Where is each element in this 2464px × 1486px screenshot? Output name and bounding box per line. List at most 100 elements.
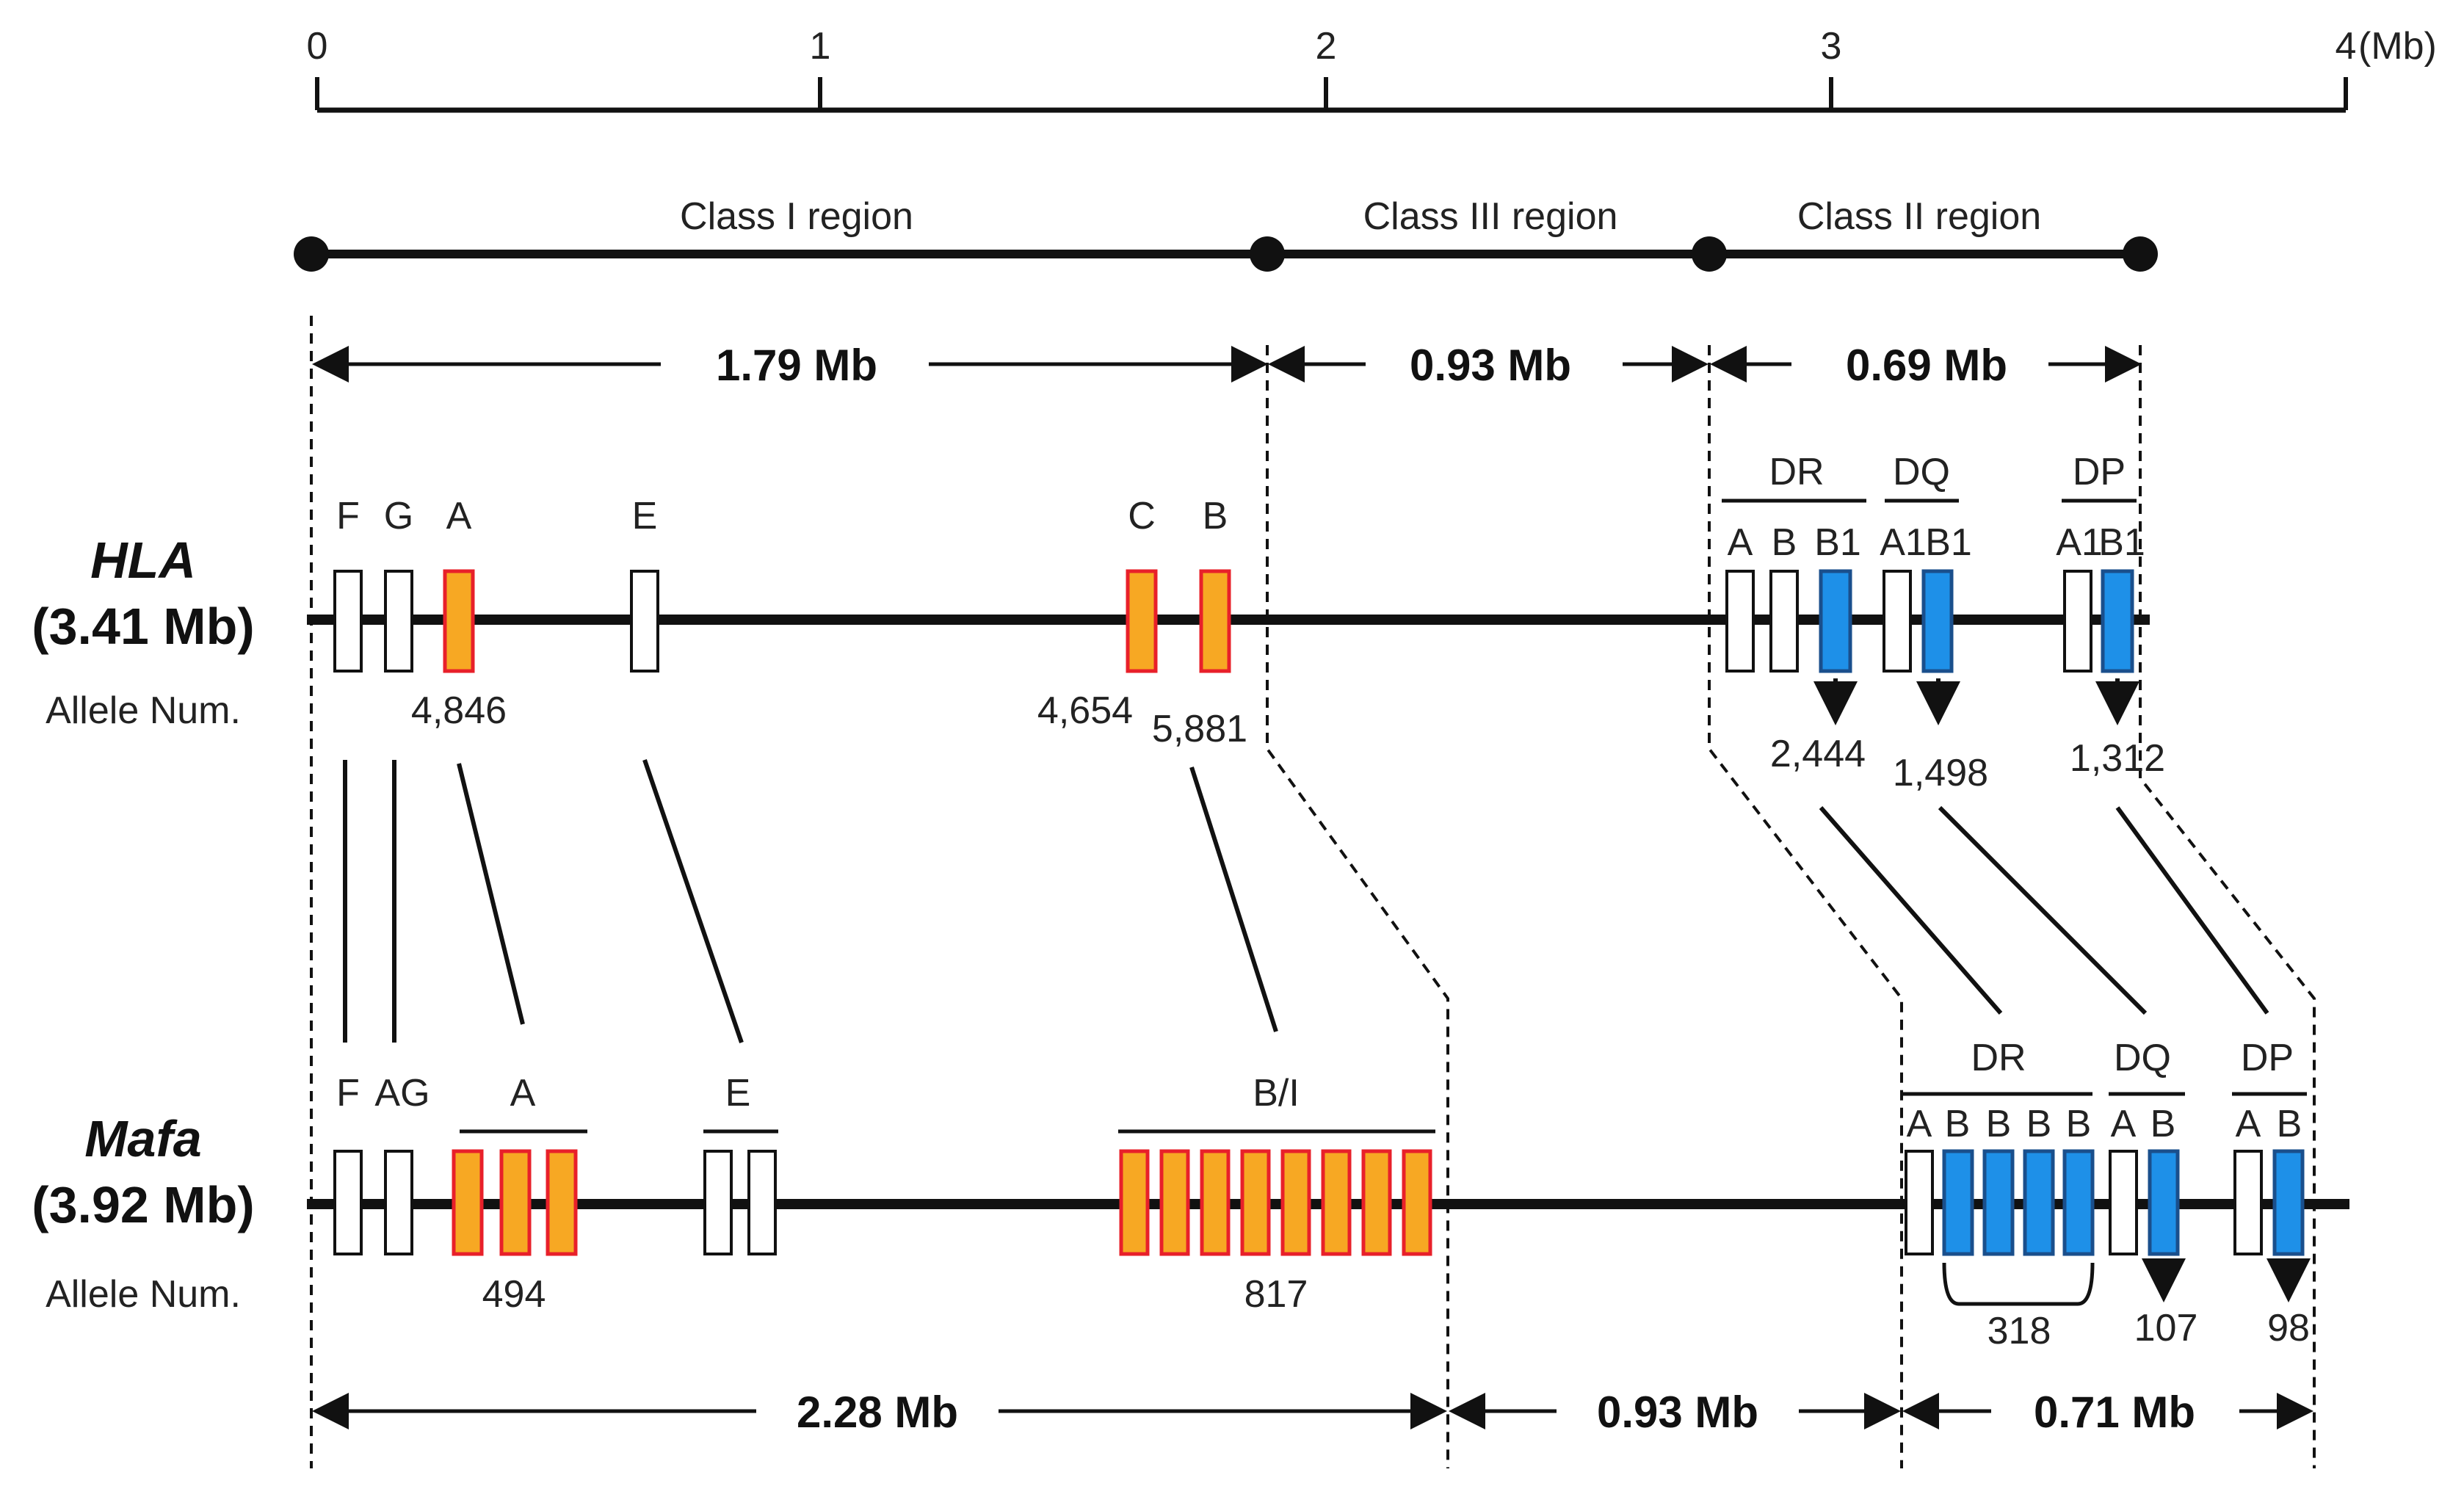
region-dot-class3-start xyxy=(1250,236,1285,272)
hla-label-dra: A xyxy=(1728,521,1753,564)
hla-span-class2: 0.69 Mb xyxy=(1846,341,2007,390)
mafa-gene-a1 xyxy=(452,1149,484,1256)
mafa-allele-bi: 817 xyxy=(1244,1273,1308,1316)
hla-gene-dqa1 xyxy=(1883,570,1912,673)
hla-label-dpb1: B1 xyxy=(2098,521,2145,564)
scale-label-1: 1 xyxy=(810,25,831,68)
scale-label-4: 4 xyxy=(2336,25,2357,68)
class1-region-label: Class I region xyxy=(680,195,913,238)
hla-gene-drb xyxy=(1769,570,1799,673)
mafa-label-dra: A xyxy=(1907,1103,1932,1145)
mafa-label-drb4: B xyxy=(2066,1103,2092,1145)
mafa-span-class1: 2.28 Mb xyxy=(797,1388,958,1437)
mafa-span-class3: 0.93 Mb xyxy=(1597,1388,1758,1437)
hla-label-drb1: B1 xyxy=(1814,521,1861,564)
mafa-label-dp: DP xyxy=(2241,1037,2294,1079)
region-dot-class2-start xyxy=(1692,236,1727,272)
mafa-gene-f xyxy=(333,1150,363,1255)
hla-size: (3.41 Mb) xyxy=(32,598,254,655)
mafa-label-dq: DQ xyxy=(2114,1037,2171,1079)
mafa-gene-dqa xyxy=(2109,1150,2138,1255)
mafa-gene-dra xyxy=(1905,1150,1934,1255)
mafa-gene-bi8 xyxy=(1402,1149,1432,1256)
hla-gene-g xyxy=(384,570,413,673)
scale-label-3: 3 xyxy=(1821,25,1842,68)
hla-gene-a xyxy=(443,569,475,673)
mafa-allele-drb: 318 xyxy=(1987,1310,2051,1352)
mafa-label-dqa: A xyxy=(2111,1103,2137,1145)
mafa-label-dqb: B xyxy=(2150,1103,2176,1145)
class3-region-label: Class III region xyxy=(1363,195,1618,238)
mafa-span-class2: 0.71 Mb xyxy=(2034,1388,2195,1437)
hla-gene-dpb1 xyxy=(2101,569,2134,673)
hla-allele-dqb1: 1,498 xyxy=(1893,752,1988,794)
mafa-bi-genes xyxy=(1119,1149,1432,1256)
region-dot-start xyxy=(294,236,329,272)
mafa-gene-drb3 xyxy=(2023,1149,2055,1256)
mafa-label-drb2: B xyxy=(1986,1103,2012,1145)
hla-allele-dpb1: 1,312 xyxy=(2070,737,2165,780)
mafa-gene-dpa xyxy=(2233,1150,2263,1255)
mafa-label-f: F xyxy=(336,1072,360,1114)
mafa-gene-bi7 xyxy=(1361,1149,1392,1256)
hla-label-f: F xyxy=(336,495,360,537)
hla-allele-label: Allele Num. xyxy=(46,689,241,732)
hla-gene-c xyxy=(1126,569,1158,673)
mafa-label-dpa: A xyxy=(2236,1103,2261,1145)
mafa-gene-a2 xyxy=(499,1149,532,1256)
mafa-label-e: E xyxy=(725,1072,751,1114)
hla-span-arrows: 1.79 Mb 0.93 Mb 0.69 Mb xyxy=(312,341,2142,390)
hla-span-class3: 0.93 Mb xyxy=(1410,341,1571,390)
hla-gene-dra xyxy=(1725,570,1755,673)
mafa-label-ag: AG xyxy=(374,1072,430,1114)
class2-region-label: Class II region xyxy=(1797,195,2041,238)
mafa-label-bi: B/I xyxy=(1253,1072,1300,1114)
scale-bar: 0 1 2 3 4 (Mb) xyxy=(307,25,2437,113)
mafa-span-arrows: 2.28 Mb 0.93 Mb 0.71 Mb xyxy=(312,1388,2313,1437)
mafa-row: Mafa (3.92 Mb) Allele Num. F AG A 494 E … xyxy=(32,1037,2349,1352)
hla-allele-drb1: 2,444 xyxy=(1770,733,1866,775)
mafa-allele-dpb: 98 xyxy=(2267,1307,2310,1349)
mafa-gene-bi4 xyxy=(1240,1149,1271,1256)
hla-label-drb: B xyxy=(1772,521,1797,564)
mafa-label-dr: DR xyxy=(1971,1037,2026,1079)
mafa-label-dpb: B xyxy=(2277,1103,2302,1145)
region-dot-end xyxy=(2123,236,2158,272)
mafa-gene-bi2 xyxy=(1159,1149,1190,1256)
hla-gene-e xyxy=(630,570,659,673)
hla-label-a: A xyxy=(446,495,472,537)
scale-label-2: 2 xyxy=(1316,25,1337,68)
mafa-gene-bi3 xyxy=(1200,1149,1231,1256)
hla-label-dpa1: A1 xyxy=(2056,521,2103,564)
hla-allele-a: 4,846 xyxy=(411,689,507,732)
hla-gene-drb1 xyxy=(1819,569,1852,673)
mafa-gene-ag xyxy=(384,1150,413,1255)
hla-label-dqb1: B1 xyxy=(1925,521,1972,564)
mafa-gene-dqb xyxy=(2148,1149,2180,1256)
hla-name: HLA xyxy=(90,532,196,589)
hla-label-g: G xyxy=(384,495,413,537)
mafa-gene-a3 xyxy=(546,1149,578,1256)
mafa-gene-dpb xyxy=(2272,1149,2305,1256)
scale-label-0: 0 xyxy=(307,25,328,68)
boundary-lines xyxy=(310,316,2316,1468)
hla-label-dq: DQ xyxy=(1893,451,1950,493)
hla-label-e: E xyxy=(632,495,658,537)
mafa-label-drb1: B xyxy=(1945,1103,1971,1145)
mafa-allele-dqb: 107 xyxy=(2134,1307,2198,1349)
mafa-name: Mafa xyxy=(84,1110,201,1167)
mafa-gene-bi1 xyxy=(1119,1149,1150,1256)
hla-label-b: B xyxy=(1203,495,1228,537)
mafa-gene-e1 xyxy=(703,1150,733,1255)
hla-label-dp: DP xyxy=(2073,451,2126,493)
hla-span-class1: 1.79 Mb xyxy=(716,341,877,390)
mafa-size: (3.92 Mb) xyxy=(32,1176,254,1233)
hla-allele-b: 5,881 xyxy=(1152,708,1247,750)
hla-allele-c: 4,654 xyxy=(1037,689,1133,732)
mafa-gene-drb4 xyxy=(2062,1149,2095,1256)
hla-gene-dqb1 xyxy=(1921,569,1954,673)
hla-label-dqa1: A1 xyxy=(1880,521,1927,564)
hla-gene-dpa1 xyxy=(2063,570,2092,673)
mafa-gene-e2 xyxy=(747,1150,777,1255)
